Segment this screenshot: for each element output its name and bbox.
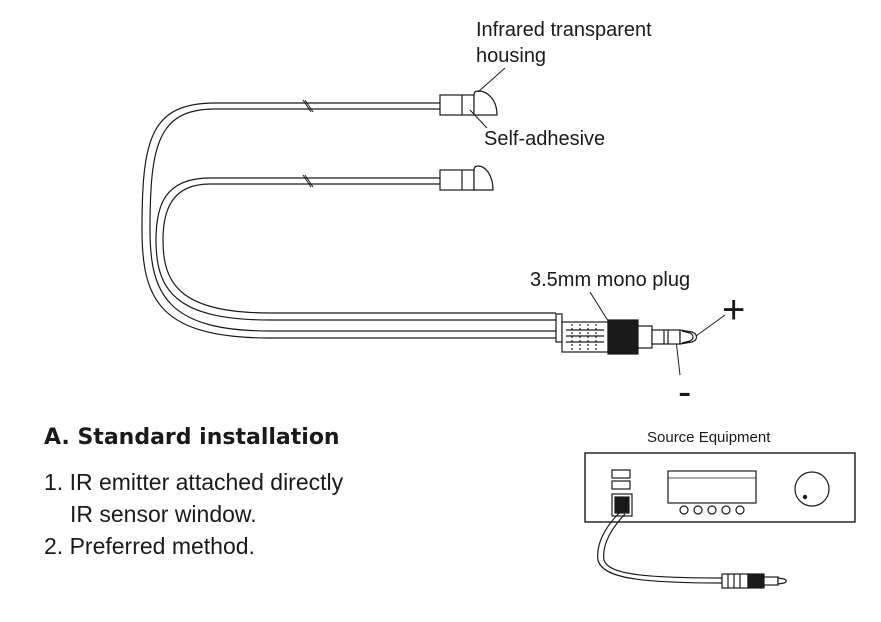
housing-leader bbox=[477, 67, 506, 93]
step-2: 2. Preferred method. bbox=[44, 533, 255, 559]
housing-label-line1: Infrared transparent bbox=[476, 19, 652, 41]
mono-plug bbox=[555, 313, 698, 355]
source-cable bbox=[597, 511, 723, 584]
upper-cable bbox=[141, 102, 556, 339]
section-heading: A. Standard installation bbox=[44, 425, 340, 450]
cable-break-mark bbox=[302, 99, 314, 113]
ir-emitter-upper bbox=[439, 90, 498, 116]
plus-symbol: + bbox=[722, 288, 746, 332]
plus-leader bbox=[695, 314, 726, 337]
small-mono-plug bbox=[721, 573, 787, 589]
minus-symbol: - bbox=[678, 370, 692, 414]
source-equipment-label: Source Equipment bbox=[647, 429, 771, 446]
cable-break-mark bbox=[302, 174, 314, 188]
lower-cable bbox=[155, 177, 556, 321]
minus-leader bbox=[675, 339, 681, 376]
ir-emitter-lower bbox=[439, 165, 494, 191]
step-1-continued: IR sensor window. bbox=[70, 501, 257, 527]
plug-leader bbox=[589, 291, 611, 325]
step-1: 1. IR emitter attached directly bbox=[44, 469, 344, 495]
adhesive-label: Self-adhesive bbox=[484, 128, 606, 150]
housing-label-line2: housing bbox=[476, 45, 547, 67]
adhesive-leader bbox=[469, 109, 488, 129]
plug-label: 3.5mm mono plug bbox=[530, 269, 691, 291]
source-equipment bbox=[584, 452, 856, 523]
